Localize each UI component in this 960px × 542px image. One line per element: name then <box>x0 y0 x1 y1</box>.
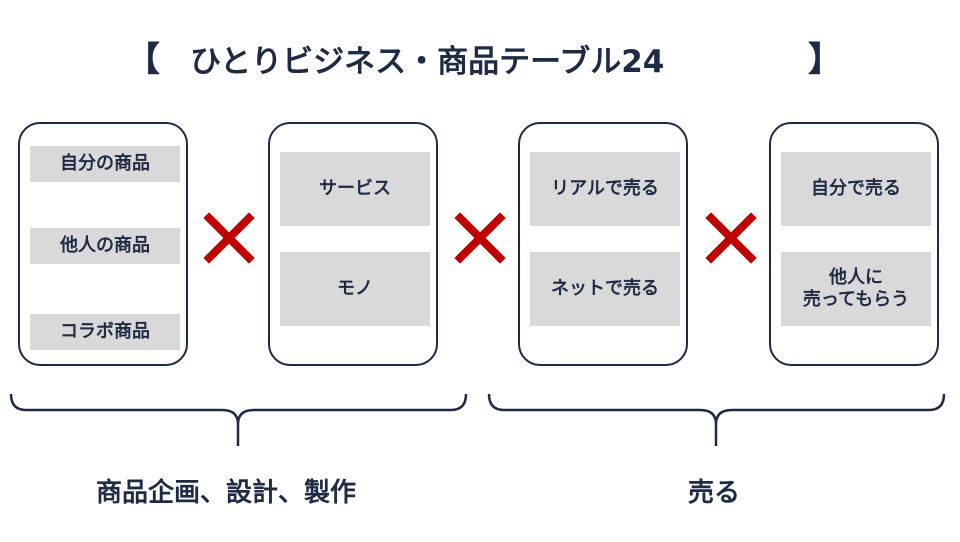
left-group-brace <box>9 393 468 446</box>
card-product-origin: 自分の商品 他人の商品 コラボ商品 <box>18 122 188 366</box>
card-product-type: サービス モノ <box>268 122 438 366</box>
left-group-label: 商品企画、設計、製作 <box>96 478 357 508</box>
item-own-product: 自分の商品 <box>30 146 180 182</box>
diagram-title: 【 ひとりビジネス・商品テーブル24 】 <box>0 32 960 84</box>
item-others-product: 他人の商品 <box>30 228 180 264</box>
title-left-bracket: 【 <box>126 40 160 80</box>
title-text: ひとりビジネス・商品テーブル24 <box>190 44 665 80</box>
card-sales-channel: リアルで売る ネットで売る <box>518 122 688 366</box>
multiply-cross-icon <box>454 212 506 264</box>
item-collab-product: コラボ商品 <box>30 314 180 350</box>
item-service: サービス <box>280 152 430 226</box>
item-sell-via-others: 他人に 売ってもらう <box>781 252 931 326</box>
multiply-cross-icon <box>705 212 757 264</box>
item-sell-online: ネットで売る <box>530 252 680 326</box>
item-sell-offline: リアルで売る <box>530 152 680 226</box>
item-sell-yourself: 自分で売る <box>781 152 931 226</box>
card-seller: 自分で売る 他人に 売ってもらう <box>769 122 939 366</box>
right-group-label: 売る <box>688 478 741 508</box>
right-group-brace <box>487 393 946 446</box>
multiply-cross-icon <box>203 212 255 264</box>
item-goods: モノ <box>280 252 430 326</box>
title-right-bracket: 】 <box>808 40 842 80</box>
